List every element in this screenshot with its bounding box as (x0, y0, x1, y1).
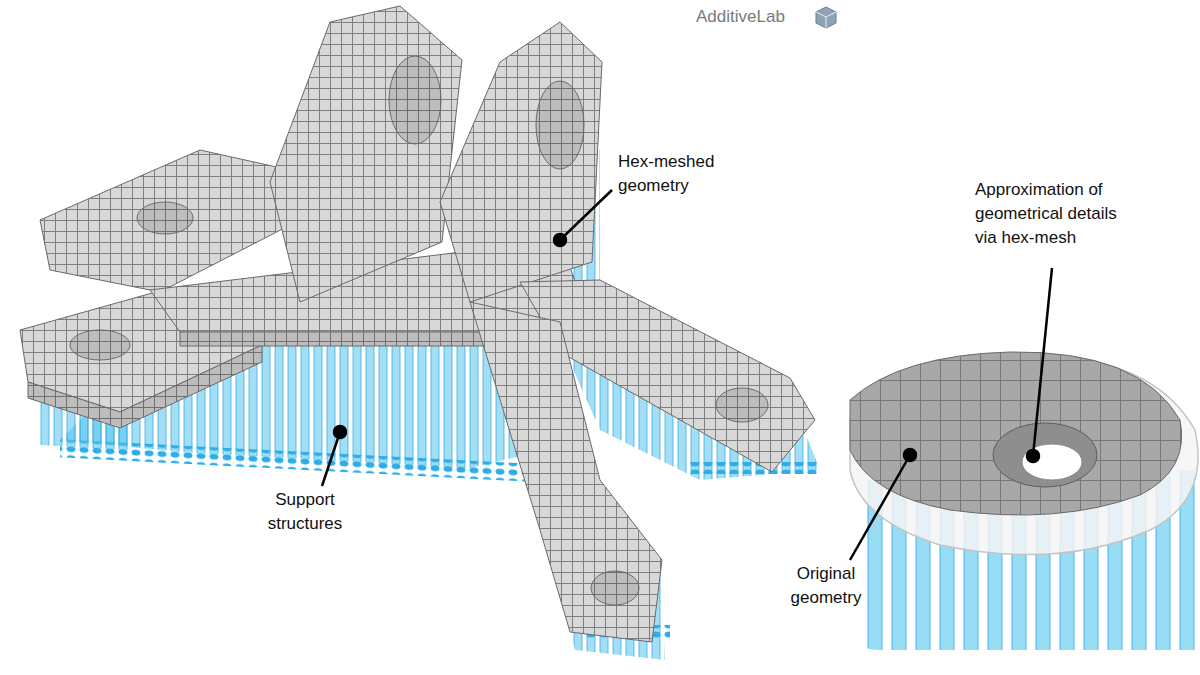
hex-meshed-part (20, 6, 815, 642)
detail-inset (850, 352, 1200, 660)
logo-cube (816, 7, 836, 28)
callout-label: Support structures (250, 488, 360, 536)
callout-label: Hex-meshed geometry (618, 150, 718, 198)
watermark-logo: AdditiveLab (696, 5, 816, 29)
callout-label: Approximation of geometrical details via… (975, 178, 1133, 250)
callout-label: Original geometry (772, 562, 880, 610)
leader-lines (322, 190, 1052, 560)
